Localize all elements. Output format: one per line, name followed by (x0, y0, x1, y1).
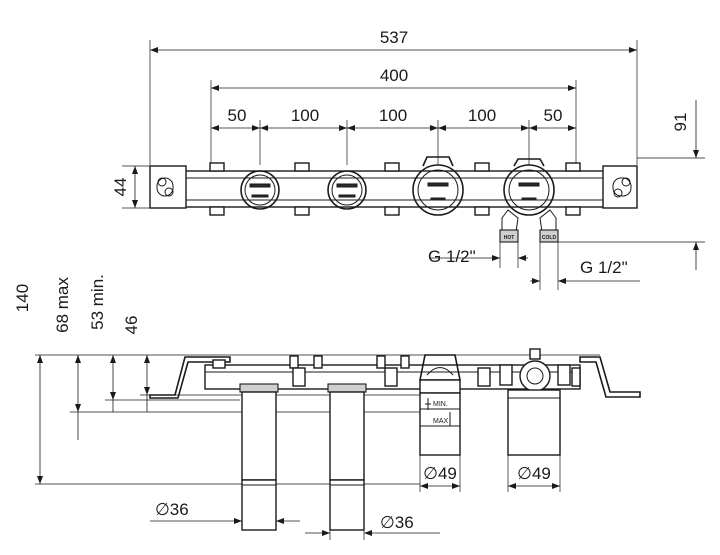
dim-depth-min: 53 min. (88, 274, 107, 330)
thermostat-port (412, 156, 464, 216)
dim-spacing-2: 100 (291, 106, 319, 125)
dim-height-right: 91 (671, 113, 690, 132)
top-view: 537 400 50 100 100 100 50 (111, 28, 705, 290)
connection-label-1: G 1/2" (428, 247, 476, 266)
left-bracket (149, 165, 187, 209)
gauge-max-label: MAX (433, 418, 449, 425)
dim-overall-width: 537 (380, 28, 408, 47)
gauge-min-label: MIN. (433, 401, 448, 408)
dim-total-depth: 140 (13, 284, 32, 312)
thermostat-housing: MIN. MAX (419, 354, 461, 456)
mounting-rail (184, 170, 606, 208)
side-view: 140 68 max 53 min. 46 (13, 274, 641, 540)
dim-height-left: 44 (111, 178, 130, 197)
dim-depth-max: 68 max (53, 277, 72, 333)
cold-label: COLD (542, 235, 557, 241)
outlet-port-2 (327, 170, 367, 210)
side-right-bracket (579, 356, 641, 398)
dim-diameter-1: ∅36 (155, 500, 189, 519)
rail-clips (209, 162, 581, 216)
side-fittings (212, 355, 581, 387)
dim-depth-46: 46 (122, 316, 141, 335)
outlet-sleeve-1 (239, 383, 279, 531)
dim-mounting-span: 400 (380, 66, 408, 85)
dim-spacing-4: 100 (468, 106, 496, 125)
connection-label-2: G 1/2" (580, 258, 628, 277)
hot-label: HOT (504, 235, 515, 241)
right-bracket (602, 165, 638, 209)
dim-diameter-2: ∅36 (380, 513, 414, 532)
mixer-housing (499, 348, 571, 456)
outlet-sleeve-2 (327, 383, 367, 531)
outlet-port-1 (240, 170, 280, 210)
side-left-bracket (149, 356, 231, 399)
dim-spacing-3: 100 (379, 106, 407, 125)
dim-spacing-5: 50 (544, 106, 563, 125)
dim-spacing-1: 50 (228, 106, 247, 125)
dim-diameter-3: ∅49 (423, 464, 457, 483)
mixer-port: HOT COLD (499, 158, 559, 243)
dim-diameter-4: ∅49 (517, 464, 551, 483)
